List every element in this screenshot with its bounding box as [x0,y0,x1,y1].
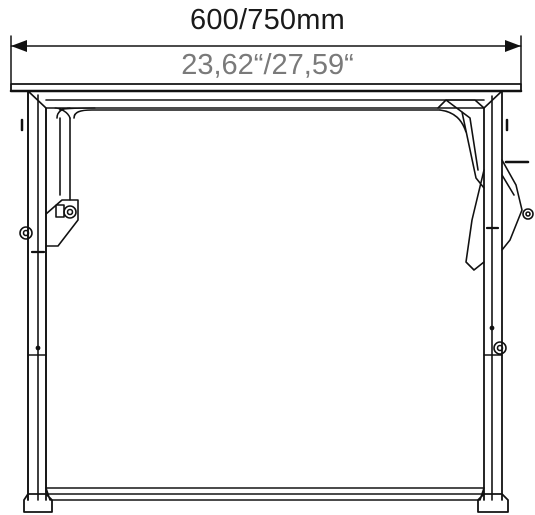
right-leg [483,90,509,501]
right-bracket [437,99,534,271]
left-leg [19,90,47,501]
left-foot [23,493,53,513]
top-board [9,83,523,93]
top-crossbar [27,90,503,501]
dimension-line [10,35,522,85]
dimension-label-mm: 600/750mm [190,4,345,36]
right-foot [477,493,509,513]
left-bracket [45,107,96,247]
bottom-crossbar [45,487,485,501]
dimension-label-inch: 23,62“/27,59“ [181,49,354,81]
inner-top-curve [73,109,441,119]
